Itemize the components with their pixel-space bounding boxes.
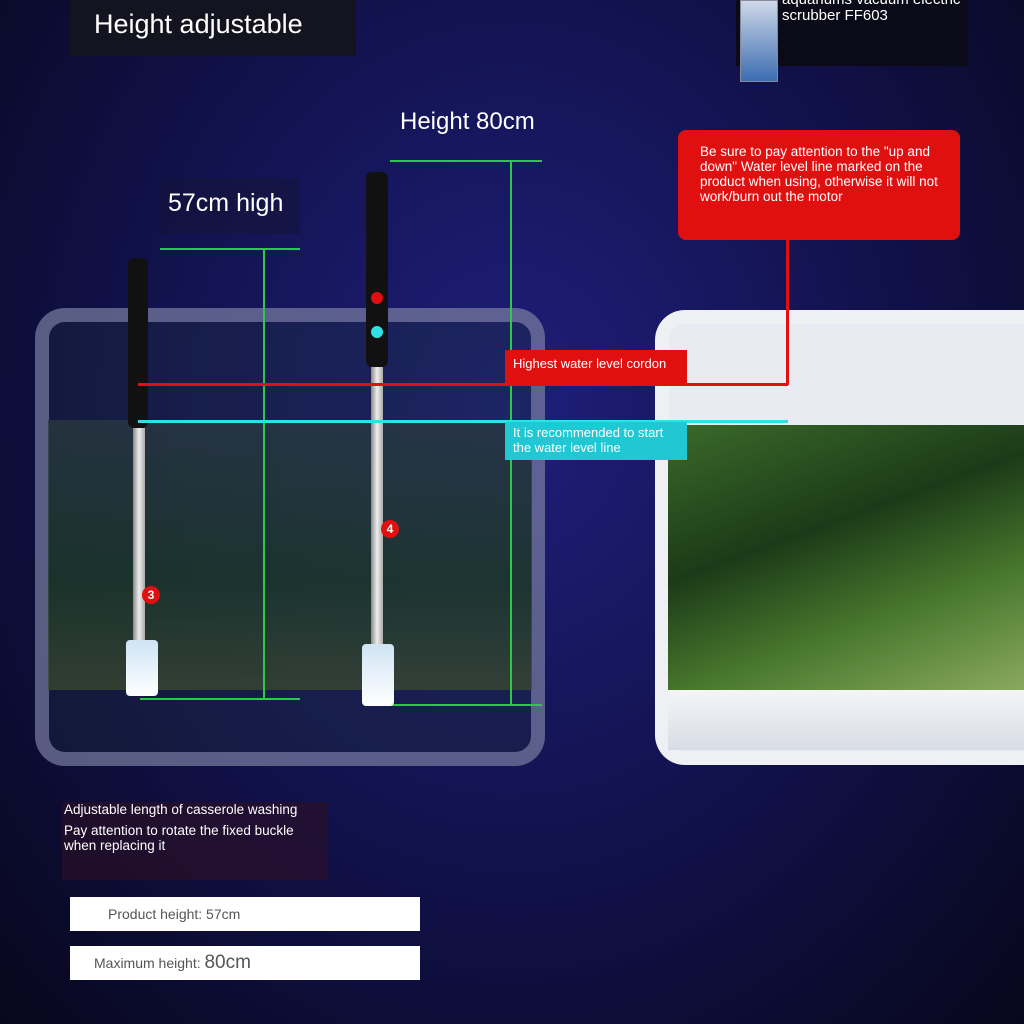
product-box-image [740, 0, 778, 82]
guide-bottom-80 [390, 704, 542, 706]
start-level-label: It is recommended to start the water lev… [505, 422, 687, 460]
height-80-label: Height 80cm [400, 108, 535, 135]
max-height-spec: Maximum height: 80cm [70, 946, 420, 980]
scrubber-long-nozzle [362, 644, 394, 706]
aquarium-right-plants [668, 425, 1024, 690]
highest-level-label: Highest water level cordon [505, 350, 687, 386]
scrubber-short-tube [133, 428, 145, 643]
max-height-value: 80cm [204, 952, 251, 973]
guide-vertical-57 [263, 248, 265, 698]
note-adjustable: Adjustable length of casserole washing [64, 802, 298, 817]
start-level-line [138, 420, 788, 423]
guide-bottom-57 [140, 698, 300, 700]
height-57-label: 57cm high [160, 178, 300, 234]
guide-top-80 [390, 160, 542, 162]
warning-callout: Be sure to pay attention to the "up and … [678, 130, 960, 240]
red-level-dot [371, 292, 383, 304]
scrubber-short-handle [128, 258, 148, 428]
note-buckle: Pay attention to rotate the fixed buckle… [64, 823, 294, 853]
scrubber-long-tube [371, 367, 383, 647]
marker-3: 3 [142, 586, 160, 604]
highest-level-line [138, 383, 788, 386]
cyan-level-dot [371, 326, 383, 338]
max-height-label: Maximum height: [94, 955, 201, 971]
marker-4: 4 [381, 520, 399, 538]
aquarium-left-plants [48, 420, 532, 690]
notes-panel: Adjustable length of casserole washing P… [62, 802, 328, 880]
brand-text: aquariums vacuum electric scrubber FF603 [782, 0, 960, 24]
guide-top-57 [160, 248, 300, 250]
scrubber-long-handle [366, 172, 388, 367]
warning-connector [786, 240, 789, 385]
scrubber-short-nozzle [126, 640, 158, 696]
aquarium-right-base [668, 690, 1024, 750]
page-title: Height adjustable [70, 0, 356, 56]
product-height-spec: Product height: 57cm [70, 897, 420, 931]
